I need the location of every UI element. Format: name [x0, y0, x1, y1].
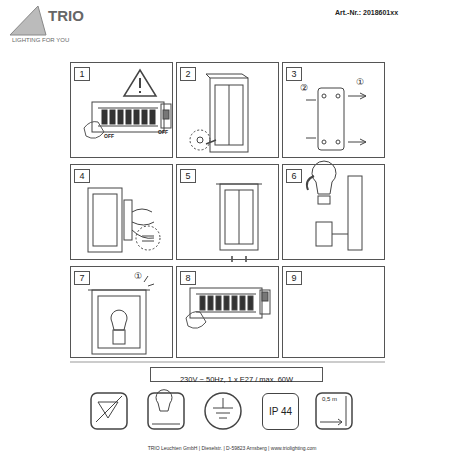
logo-text: TRIO: [48, 8, 84, 25]
step-number: 7: [74, 271, 90, 285]
article-number: Art.-Nr.: 2018601xx: [335, 9, 398, 17]
step-number: 1: [74, 67, 90, 81]
step-number: 9: [286, 271, 302, 285]
step-number: 2: [180, 67, 196, 81]
step-number: 5: [180, 169, 196, 183]
step-panel: 1: [70, 62, 173, 158]
step-panel: 7: [70, 266, 173, 358]
step-number: 6: [286, 169, 302, 183]
step-number: 3: [286, 67, 302, 81]
step-panel: 5: [176, 164, 279, 260]
step-panel: 2: [176, 62, 279, 158]
callout-number: ①: [356, 78, 364, 88]
spec-box: 230V ~ 50Hz, 1 x E27 / max. 60W: [150, 367, 323, 382]
callout-number: ②: [300, 84, 308, 94]
step-number: 8: [180, 271, 196, 285]
step-panel: 3: [282, 62, 385, 158]
step-panel: 9: [282, 266, 385, 358]
switch-label: OFF: [104, 134, 114, 140]
callout-number: ①: [134, 272, 142, 282]
ip-rating-icon: IP 44: [262, 393, 299, 430]
logo-tagline: LIGHTING FOR YOU: [12, 37, 69, 44]
step-panel: 4: [70, 164, 173, 260]
distance-label: 0,5 m: [322, 396, 337, 403]
node-text: IP 44: [269, 406, 292, 417]
step-panel: 6: [282, 164, 385, 260]
step-number: 4: [74, 169, 90, 183]
step-panel: 8: [176, 266, 279, 358]
node-text: 230V ~ 50Hz, 1 x E27 / max. 60W: [180, 375, 293, 384]
switch-label: OFF: [158, 130, 168, 136]
footer-text: TRIO Leuchten GmbH | Dieselstr. | D-5982…: [148, 446, 317, 452]
